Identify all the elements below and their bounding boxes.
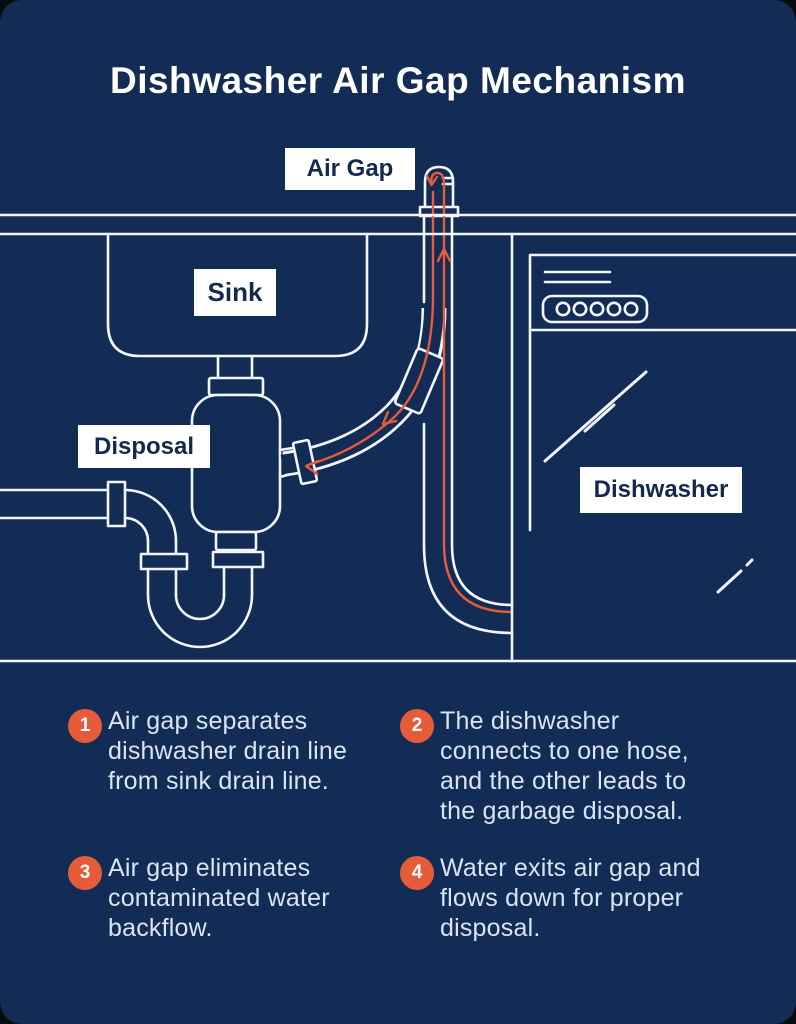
dishwasher-shine-marks bbox=[543, 370, 754, 594]
disposal-hose bbox=[278, 299, 447, 486]
flow-arrow-down-left-icon bbox=[304, 459, 320, 476]
air-gap-label: Air Gap bbox=[285, 148, 415, 190]
dishwasher-button bbox=[555, 301, 571, 317]
countertop-lines bbox=[0, 213, 796, 236]
dishwasher-cabinet bbox=[510, 232, 796, 663]
pipe-elbow bbox=[123, 488, 178, 543]
step-item-1: 1 Air gap separates dishwasher drain lin… bbox=[68, 706, 370, 796]
air-gap-dome bbox=[423, 165, 455, 209]
disposal-bottom-flange bbox=[214, 530, 258, 552]
step-item-2: 2 The dishwasher connects to one hose, a… bbox=[400, 706, 702, 826]
step-number-badge: 4 bbox=[400, 856, 434, 890]
page-title: Dishwasher Air Gap Mechanism bbox=[109, 60, 687, 101]
pipe-collar-left bbox=[106, 480, 127, 528]
disposal-top-flange bbox=[207, 376, 265, 397]
p-trap-collar-left bbox=[139, 552, 189, 571]
disposal-label: Disposal bbox=[78, 425, 210, 468]
p-trap-pipes bbox=[0, 480, 265, 649]
flow-arrow-up-icon bbox=[436, 247, 452, 263]
dishwasher-outline bbox=[528, 253, 796, 532]
dishwasher-label-text: Dishwasher bbox=[593, 476, 729, 503]
step-number-badge: 3 bbox=[68, 856, 102, 890]
dishwasher-button bbox=[606, 301, 622, 317]
flow-line-from-dishwasher bbox=[430, 171, 514, 614]
step-number-badge: 1 bbox=[68, 709, 102, 743]
step-item-3: 3 Air gap eliminates contaminated water … bbox=[68, 853, 370, 943]
flow-line-to-disposal bbox=[309, 190, 435, 466]
sink-drain-stub bbox=[216, 354, 254, 380]
dishwasher-hose bbox=[422, 213, 514, 635]
hose-coupling-ring bbox=[291, 438, 319, 486]
sink-label: Sink bbox=[194, 269, 276, 316]
flow-arrow-curl-icon bbox=[425, 174, 439, 187]
dishwasher-button bbox=[589, 301, 605, 317]
step-text: Air gap separates dishwasher drain line … bbox=[108, 707, 348, 795]
step-number-badge: 2 bbox=[400, 709, 434, 743]
drain-pipe-horizontal bbox=[0, 488, 114, 520]
dishwasher-button bbox=[572, 301, 588, 317]
step-item-4: 4 Water exits air gap and flows down for… bbox=[400, 853, 702, 943]
dishwasher-vent-lines bbox=[543, 270, 612, 284]
air-gap-label-text: Air Gap bbox=[306, 155, 394, 182]
flow-arrow-down-left-icon bbox=[381, 410, 398, 426]
sink-basin bbox=[106, 232, 369, 358]
step-text: Water exits air gap and flows down for p… bbox=[440, 854, 701, 942]
dishwasher-label: Dishwasher bbox=[580, 467, 742, 513]
dishwasher-button bbox=[623, 301, 639, 317]
disposal-unit bbox=[190, 376, 282, 552]
sink-outline bbox=[106, 232, 369, 380]
p-trap-collar-right bbox=[211, 550, 265, 569]
p-trap-u-bend bbox=[146, 593, 254, 649]
dishwasher-hose-right-edge bbox=[450, 213, 514, 607]
water-flow bbox=[304, 171, 514, 614]
disposal-label-text: Disposal bbox=[93, 432, 195, 460]
step-text: Air gap eliminates contaminated water ba… bbox=[108, 854, 330, 942]
dishwasher-hose-left-edge bbox=[422, 213, 514, 635]
sink-label-text: Sink bbox=[207, 277, 263, 307]
dishwasher-button-panel bbox=[541, 294, 649, 324]
step-text: The dishwasher connects to one hose, and… bbox=[440, 707, 689, 825]
